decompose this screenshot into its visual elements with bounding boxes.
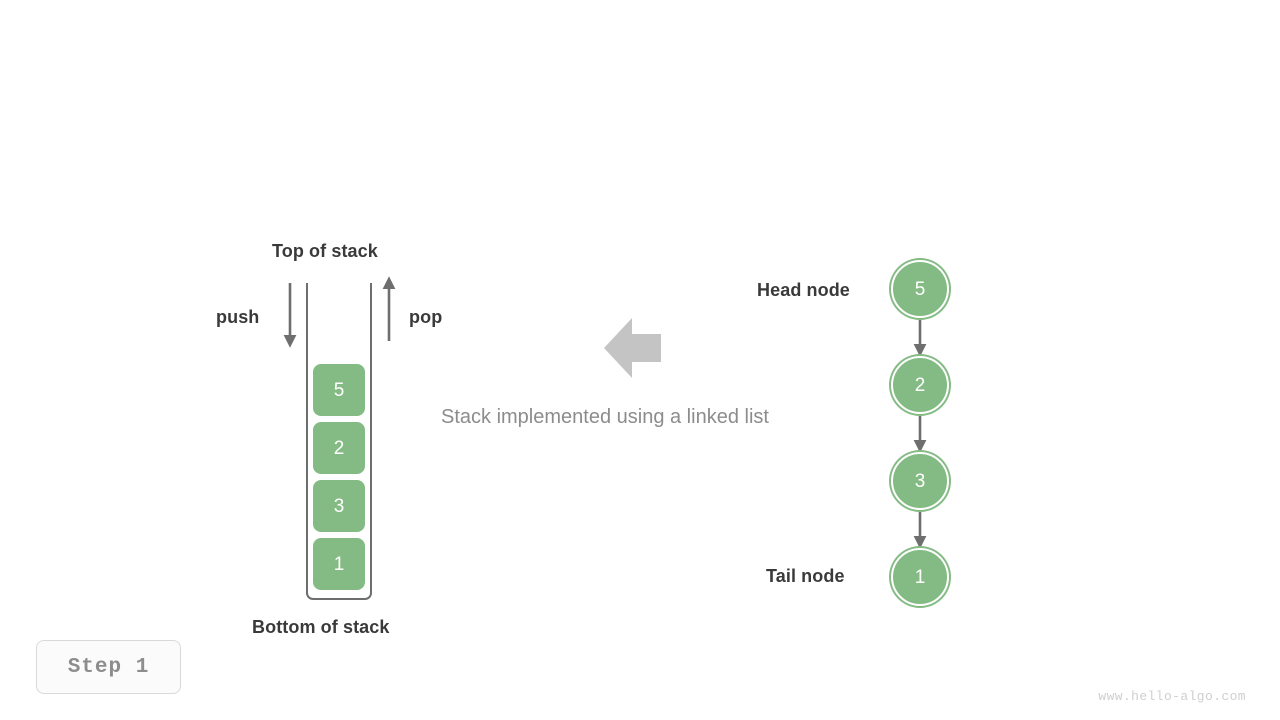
center-left-block-arrow-icon	[604, 318, 661, 378]
diagram-caption: Stack implemented using a linked list	[441, 406, 769, 428]
linked-list-node: 2	[891, 356, 949, 414]
stack-item: 2	[313, 422, 365, 474]
watermark: www.hello-algo.com	[1098, 689, 1246, 704]
stack-item-list: 5 2 3 1	[313, 364, 365, 590]
stack-item: 1	[313, 538, 365, 590]
stack-bottom-label: Bottom of stack	[252, 617, 390, 637]
linked-list-node: 5	[891, 260, 949, 318]
stack-item: 5	[313, 364, 365, 416]
stack-top-label: Top of stack	[272, 241, 378, 261]
stack-item: 3	[313, 480, 365, 532]
stack-container	[306, 283, 372, 600]
step-badge: Step 1	[36, 640, 181, 694]
stack-push-label: push	[216, 307, 260, 327]
linked-list-tail-label: Tail node	[766, 566, 845, 586]
linked-list-node: 1	[891, 548, 949, 606]
linked-list-node: 3	[891, 452, 949, 510]
linked-list-head-label: Head node	[757, 280, 850, 300]
stack-pop-label: pop	[409, 307, 443, 327]
